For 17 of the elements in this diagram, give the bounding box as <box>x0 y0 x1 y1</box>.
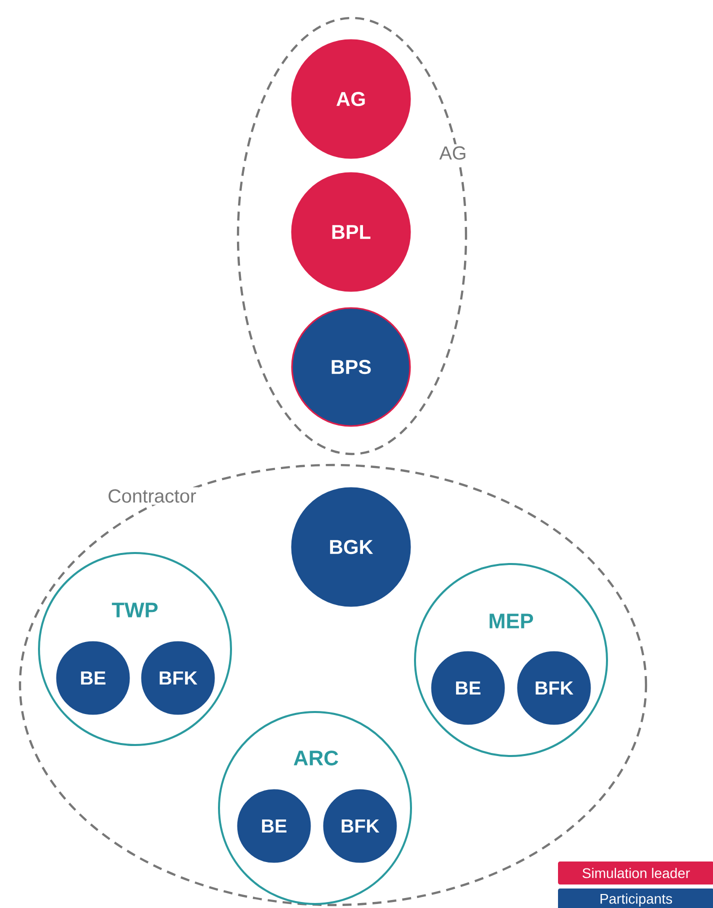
group-label: AG <box>437 144 469 162</box>
legend-item: Simulation leader <box>558 862 713 884</box>
circle-node: BFK <box>517 651 591 725</box>
legend-item: Participants <box>558 888 713 908</box>
group-label: Contractor <box>106 487 198 505</box>
group-label: MEP <box>490 614 534 628</box>
circle-node: BE <box>237 789 311 863</box>
group-label: ARC <box>294 750 338 766</box>
circle-node: BE <box>431 651 505 725</box>
circle-node: AG <box>291 39 411 159</box>
circle-node: BPL <box>291 172 411 292</box>
circle-node: BFK <box>141 641 215 715</box>
circle-node: BFK <box>323 789 397 863</box>
group-label: TWP <box>112 602 158 618</box>
circle-node: BPS <box>291 307 411 427</box>
circle-node: BE <box>56 641 130 715</box>
circle-node: BGK <box>291 487 411 607</box>
